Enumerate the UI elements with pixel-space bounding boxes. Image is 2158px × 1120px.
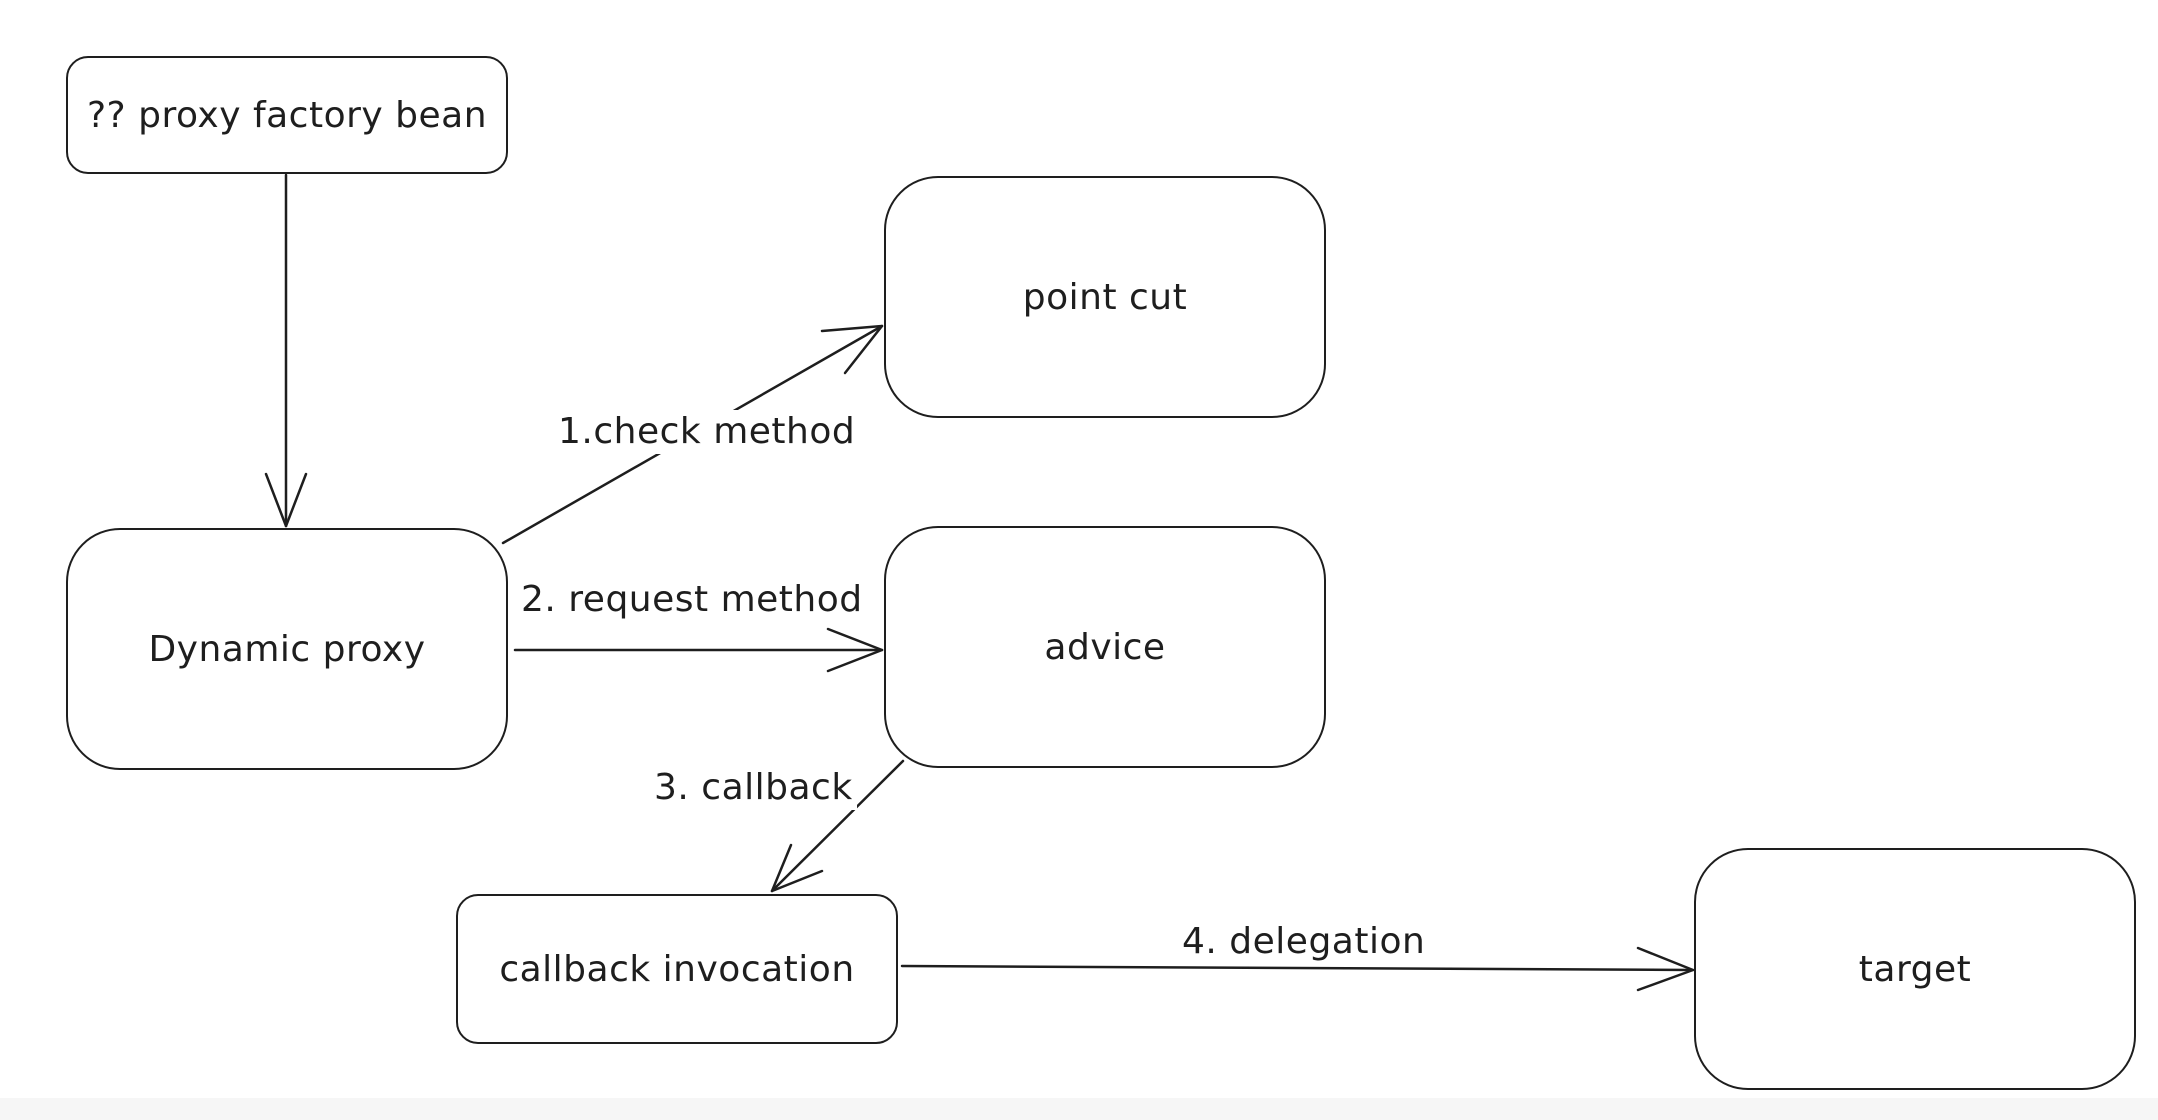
proxy-factory-bean-label: ?? proxy factory bean [86, 94, 488, 136]
edge-label-check-method: 1.check method [554, 410, 860, 454]
advice-node[interactable]: advice [884, 526, 1326, 768]
edge-callback [770, 759, 905, 893]
bottom-strip [0, 1098, 2158, 1120]
point-cut-node[interactable]: point cut [884, 176, 1326, 418]
target-node[interactable]: target [1694, 848, 2136, 1090]
callback-invocation-label: callback invocation [499, 948, 855, 990]
edge-delegation [900, 946, 1695, 992]
edge-label-request-method: 2. request method [517, 578, 867, 622]
callback-invocation-node[interactable]: callback invocation [456, 894, 898, 1044]
dynamic-proxy-node[interactable]: Dynamic proxy [66, 528, 508, 770]
edge-label-delegation: 4. delegation [1178, 920, 1430, 964]
point-cut-label: point cut [1022, 276, 1188, 318]
edge-factory-to-proxy [264, 173, 308, 528]
edge-label-callback: 3. callback [650, 766, 857, 810]
advice-label: advice [1044, 626, 1166, 668]
edge-request-method [513, 627, 884, 673]
target-label: target [1858, 948, 1972, 990]
dynamic-proxy-label: Dynamic proxy [148, 628, 426, 670]
proxy-factory-bean-node[interactable]: ?? proxy factory bean [66, 56, 508, 174]
